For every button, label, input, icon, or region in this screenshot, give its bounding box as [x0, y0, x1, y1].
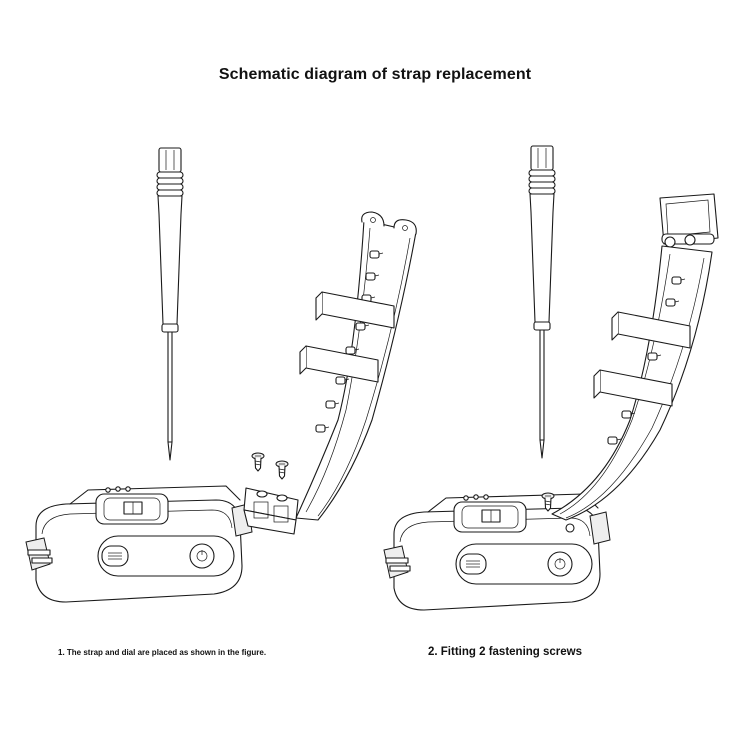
- screwdriver-icon: [528, 145, 556, 459]
- watch-strap-icon: [551, 193, 719, 521]
- diagram-title: Schematic diagram of strap replacement: [218, 66, 532, 83]
- screw-icon: [275, 460, 289, 480]
- step-1-caption: 1. The strap and dial are placed as show…: [58, 648, 267, 657]
- screw-icon: [251, 452, 265, 472]
- watch-strap-icon: [243, 211, 417, 535]
- step-2-illustration: [383, 145, 719, 611]
- watch-dial-icon: [25, 485, 253, 603]
- step-1-illustration: [25, 147, 417, 603]
- step-2-caption: 2. Fitting 2 fastening screws: [428, 646, 583, 658]
- screwdriver-icon: [156, 147, 184, 461]
